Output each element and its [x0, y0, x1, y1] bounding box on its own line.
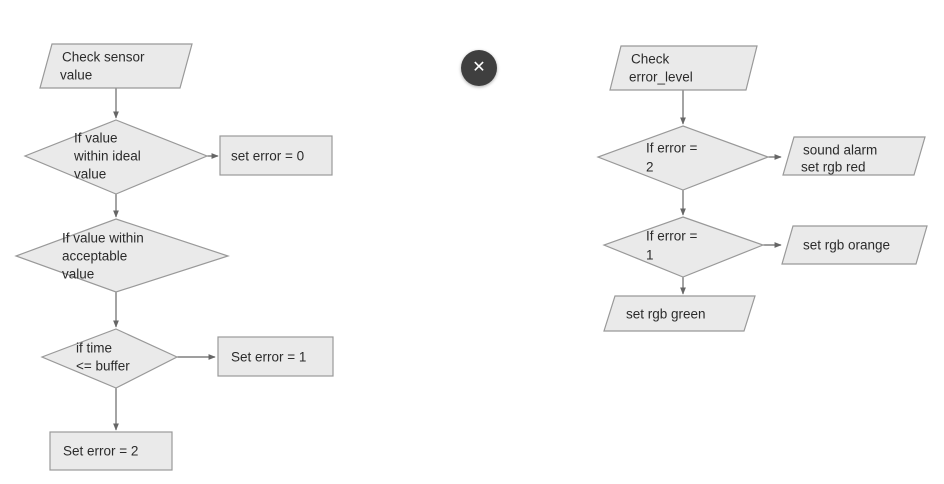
node-check-sensor-value[interactable]: Check sensor value	[39, 43, 193, 89]
node-label-line-2: 2	[646, 160, 654, 175]
node-label-line-2: within ideal	[73, 149, 141, 164]
node-set-rgb-green[interactable]: set rgb green	[603, 295, 756, 332]
rectangle-shape	[217, 336, 334, 377]
parallelogram-shape	[782, 136, 926, 176]
diamond-shape	[596, 125, 770, 191]
left-flow-connectors	[113, 88, 219, 431]
node-label-line-1: Set error = 1	[231, 350, 306, 365]
close-button[interactable]: ✕	[461, 50, 497, 86]
diamond-shape	[14, 218, 230, 293]
node-if-error-equals-1[interactable]: If error = 1	[602, 216, 765, 278]
parallelogram-shape	[781, 225, 928, 265]
rectangle-shape	[49, 431, 173, 471]
node-label-line-1: If error =	[646, 141, 698, 156]
node-set-error-1[interactable]: Set error = 1	[217, 336, 334, 377]
parallelogram-shape	[609, 45, 758, 91]
node-label-line-1: If error =	[646, 229, 698, 244]
right-flow-connectors	[680, 90, 782, 295]
node-label-line-2: <= buffer	[76, 359, 130, 374]
node-if-error-equals-2[interactable]: If error = 2	[596, 125, 770, 191]
node-label-line-1: Set error = 2	[63, 444, 138, 459]
node-label-line-1: if time	[76, 341, 112, 356]
node-label-line-1: set rgb orange	[803, 238, 890, 253]
rectangle-shape	[219, 135, 333, 176]
node-set-rgb-orange[interactable]: set rgb orange	[781, 225, 928, 265]
node-label-line-1: Check	[631, 52, 670, 67]
node-label-line-2: set rgb red	[801, 160, 866, 175]
close-icon: ✕	[472, 59, 486, 76]
diamond-shape	[23, 119, 209, 195]
node-label-line-2: error_level	[629, 70, 693, 85]
node-label-line-1: set rgb green	[626, 307, 706, 322]
parallelogram-shape	[39, 43, 193, 89]
node-label-line-1: sound alarm	[803, 143, 877, 158]
node-label-line-3: value	[74, 167, 106, 182]
diamond-shape	[602, 216, 765, 278]
node-set-error-2[interactable]: Set error = 2	[49, 431, 173, 471]
parallelogram-shape	[603, 295, 756, 332]
node-sound-alarm-set-rgb-red[interactable]: sound alarm set rgb red	[782, 136, 926, 176]
node-if-value-within-acceptable-value[interactable]: If value within acceptable value	[14, 218, 230, 293]
node-if-value-within-ideal-value[interactable]: If value within ideal value	[23, 119, 209, 195]
node-label-line-1: If value within	[62, 231, 144, 246]
node-label-line-1: If value	[74, 131, 118, 146]
node-label-line-3: value	[62, 267, 94, 282]
node-label-line-1: Check sensor	[62, 50, 145, 65]
node-label-line-2: value	[60, 68, 92, 83]
diamond-shape	[40, 328, 179, 389]
node-label-line-2: 1	[646, 248, 654, 263]
node-if-time-lte-buffer[interactable]: if time <= buffer	[40, 328, 179, 389]
node-label-line-1: set error = 0	[231, 149, 304, 164]
node-check-error-level[interactable]: Check error_level	[609, 45, 758, 91]
node-set-error-0[interactable]: set error = 0	[219, 135, 333, 176]
node-label-line-2: acceptable	[62, 249, 127, 264]
